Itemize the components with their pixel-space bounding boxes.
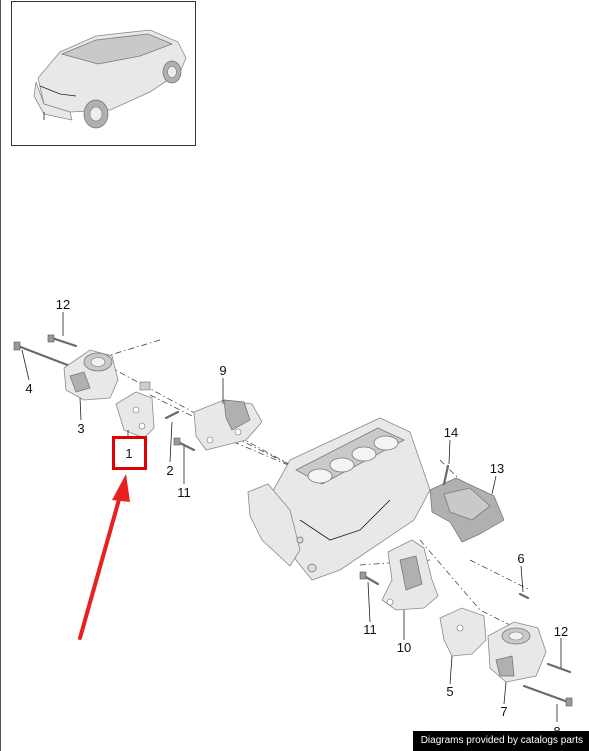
part-12-bolt-lower[interactable] [546,662,572,674]
credit-banner: Diagrams provided by catalogs parts [412,731,589,751]
engine-block [247,417,431,581]
callout-12[interactable]: 12 [56,297,70,312]
callout-6[interactable]: 6 [517,551,524,566]
leader-lines [21,312,562,722]
part-6-bolt[interactable] [518,592,530,600]
part-13-heat-shield[interactable] [429,477,505,543]
part-2-bolt[interactable] [164,410,180,420]
part-9-mount-bracket[interactable] [193,399,263,451]
callout-11[interactable]: 11 [177,485,191,500]
part-12-bolt-upper[interactable] [47,334,78,348]
callout-13[interactable]: 13 [490,461,504,476]
red-pointer-arrow [78,474,130,640]
callout-9[interactable]: 9 [219,363,226,378]
highlight-box [112,436,147,470]
callout-labels: 12 4 3 1 2 11 9 14 13 6 11 10 12 5 7 8 [25,297,568,739]
callout-10[interactable]: 10 [397,640,411,655]
part-1-bracket[interactable] [115,381,155,439]
vehicle-thumbnail[interactable] [11,1,196,146]
part-11-bolt-left[interactable] [173,437,196,452]
callout-11-right[interactable]: 11 [363,622,377,637]
callout-3[interactable]: 3 [77,421,84,436]
callout-4[interactable]: 4 [25,381,32,396]
callout-2[interactable]: 2 [166,463,173,478]
part-5-bracket[interactable] [439,607,487,657]
part-11-bolt-right[interactable] [359,571,380,586]
part-8-bolt[interactable] [522,684,573,707]
part-14-bolt[interactable] [442,464,450,486]
callout-1[interactable]: 1 [125,446,132,461]
part-10-bracket[interactable] [381,539,439,611]
vehicle-illustration [33,29,187,129]
callout-14[interactable]: 14 [444,425,458,440]
callout-5[interactable]: 5 [446,684,453,699]
callout-7[interactable]: 7 [500,704,507,719]
part-4-bolt[interactable] [13,341,72,368]
part-3-engine-mount[interactable] [63,349,119,401]
part-7-engine-mount[interactable] [487,621,547,683]
callout-12-right[interactable]: 12 [554,624,568,639]
